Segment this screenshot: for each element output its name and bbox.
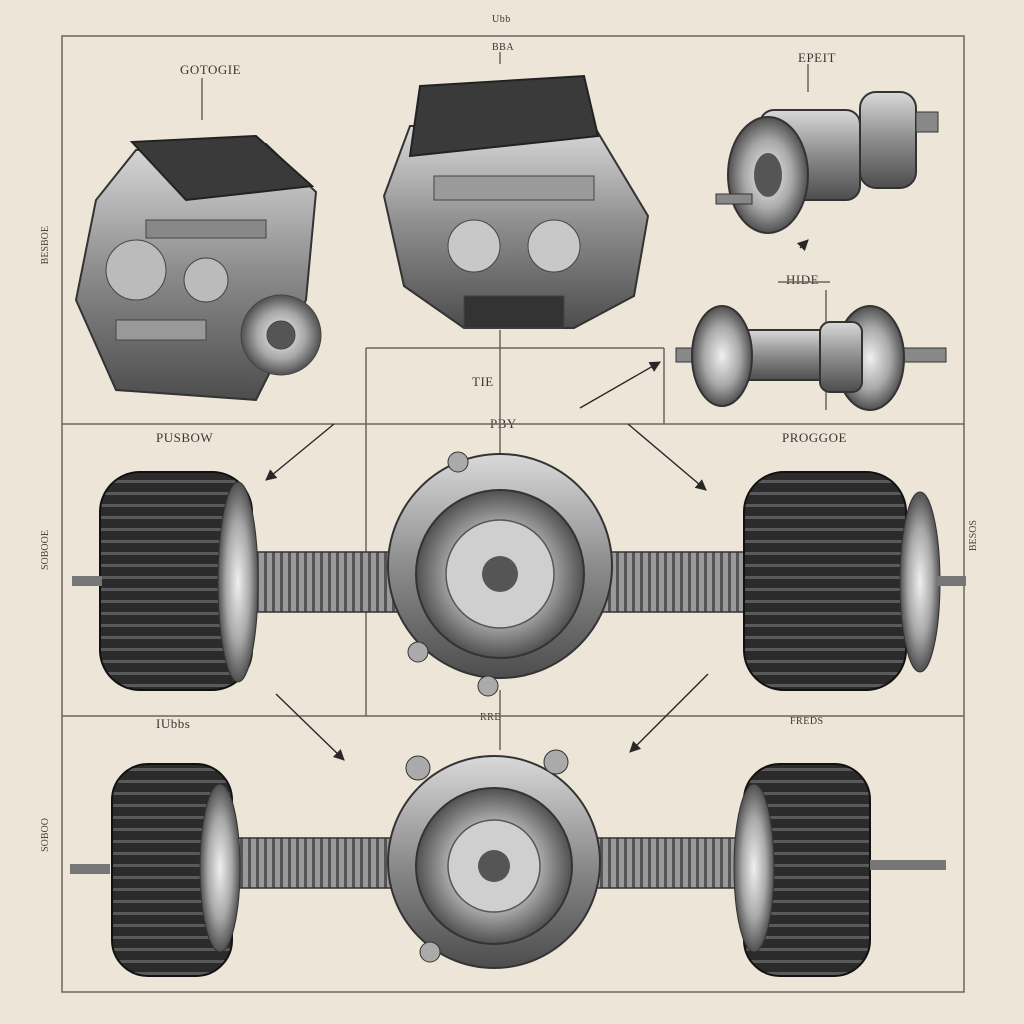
label-left-row2: PUSBOW (156, 430, 214, 445)
axle-bottom (70, 749, 946, 977)
label-right-row2: PROGGOE (782, 430, 847, 445)
label-bottom-center: RRB (480, 712, 502, 723)
label-engine: GOTOGIE (180, 62, 242, 77)
label-top-tiny: Ubb (492, 14, 511, 25)
label-bottom-left: IUbbs (156, 716, 191, 731)
engine-center (382, 74, 650, 329)
label-top-center: BBA (492, 42, 515, 53)
label-part-top-right: EPEIT (798, 50, 836, 65)
label-bottom-right: FREDS (790, 716, 824, 727)
pump-part-top-right (715, 91, 939, 234)
engine-left (74, 134, 322, 402)
label-center-top: TIE (472, 374, 494, 389)
shaft-right-mid (675, 305, 947, 411)
axle-middle (72, 451, 966, 697)
frame-lines (61, 35, 965, 993)
arrows (265, 239, 809, 761)
label-right-mid: HIDE (786, 272, 820, 287)
